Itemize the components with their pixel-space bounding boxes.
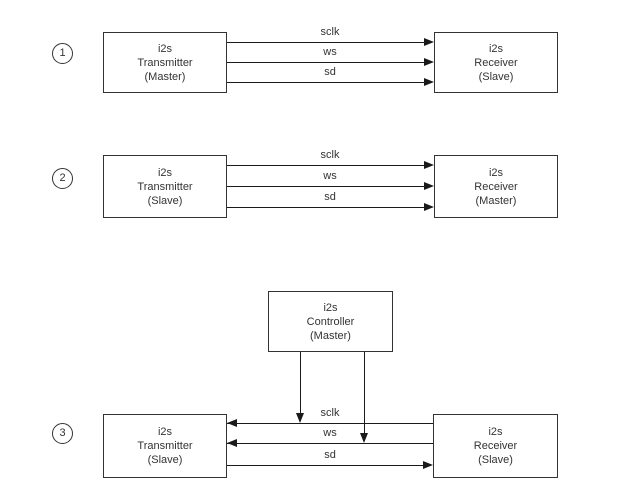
- s2-sclk-label: sclk: [320, 149, 340, 161]
- section-3-number-badge: 3: [52, 423, 73, 444]
- section-1-number-badge: 1: [52, 43, 73, 64]
- s3-controller-sclk-arrowhead-down-icon: [296, 413, 304, 423]
- s2-sd-label: sd: [324, 191, 336, 203]
- s2-transmitter-box: i2s Transmitter (Slave): [103, 155, 227, 218]
- s2-ws-arrowhead-right-icon: [424, 182, 434, 190]
- s2-ws-label: ws: [323, 170, 337, 182]
- s1-sclk-line: [227, 42, 424, 43]
- s3-controller-label: i2s Controller (Master): [306, 301, 355, 342]
- s2-ws-line: [227, 186, 424, 187]
- s3-ws-arrowhead-left-icon: [227, 439, 237, 447]
- s2-sclk-arrowhead-right-icon: [424, 161, 434, 169]
- s3-transmitter-label: i2s Transmitter (Slave): [137, 426, 193, 466]
- s2-sd-line: [227, 207, 424, 208]
- s1-ws-arrowhead-right-icon: [424, 58, 434, 66]
- s2-sd-arrowhead-right-icon: [424, 203, 434, 211]
- s3-controller-ws-arrowhead-down-icon: [360, 433, 368, 443]
- s1-sclk-arrowhead-right-icon: [424, 38, 434, 46]
- s2-sclk-line: [227, 165, 424, 166]
- s1-sd-line: [227, 82, 424, 83]
- s3-ws-label: ws: [323, 427, 337, 439]
- s1-transmitter-box: i2s Transmitter (Master): [103, 32, 227, 93]
- s1-ws-label: ws: [323, 46, 337, 58]
- s1-receiver-box: i2s Receiver (Slave): [434, 32, 558, 93]
- section-2-number: 2: [59, 172, 66, 184]
- s3-sd-line: [227, 465, 423, 466]
- s3-controller-box: i2s Controller (Master): [268, 291, 393, 352]
- s3-controller-ws-drop-line: [364, 352, 365, 434]
- s3-receiver-box: i2s Receiver (Slave): [433, 414, 558, 478]
- s3-receiver-label: i2s Receiver (Slave): [473, 426, 518, 466]
- s2-receiver-box: i2s Receiver (Master): [434, 155, 558, 218]
- s1-sclk-label: sclk: [320, 26, 340, 38]
- s2-transmitter-label: i2s Transmitter (Slave): [137, 166, 193, 207]
- section-3-number: 3: [59, 427, 66, 439]
- s2-receiver-label: i2s Receiver (Master): [474, 166, 518, 207]
- s3-transmitter-box: i2s Transmitter (Slave): [103, 414, 227, 478]
- s1-sd-label: sd: [324, 66, 336, 78]
- s3-sclk-label: sclk: [320, 407, 340, 419]
- s3-sd-arrowhead-right-icon: [423, 461, 433, 469]
- s3-sd-label: sd: [324, 449, 336, 461]
- s3-sclk-line: [227, 423, 433, 424]
- s3-sclk-arrowhead-left-icon: [227, 419, 237, 427]
- s1-ws-line: [227, 62, 424, 63]
- section-1-number: 1: [59, 47, 66, 59]
- s1-receiver-label: i2s Receiver (Slave): [474, 42, 518, 83]
- s3-controller-sclk-drop-line: [300, 352, 301, 414]
- s1-sd-arrowhead-right-icon: [424, 78, 434, 86]
- s1-transmitter-label: i2s Transmitter (Master): [137, 42, 193, 83]
- s3-ws-line: [227, 443, 433, 444]
- section-2-number-badge: 2: [52, 168, 73, 189]
